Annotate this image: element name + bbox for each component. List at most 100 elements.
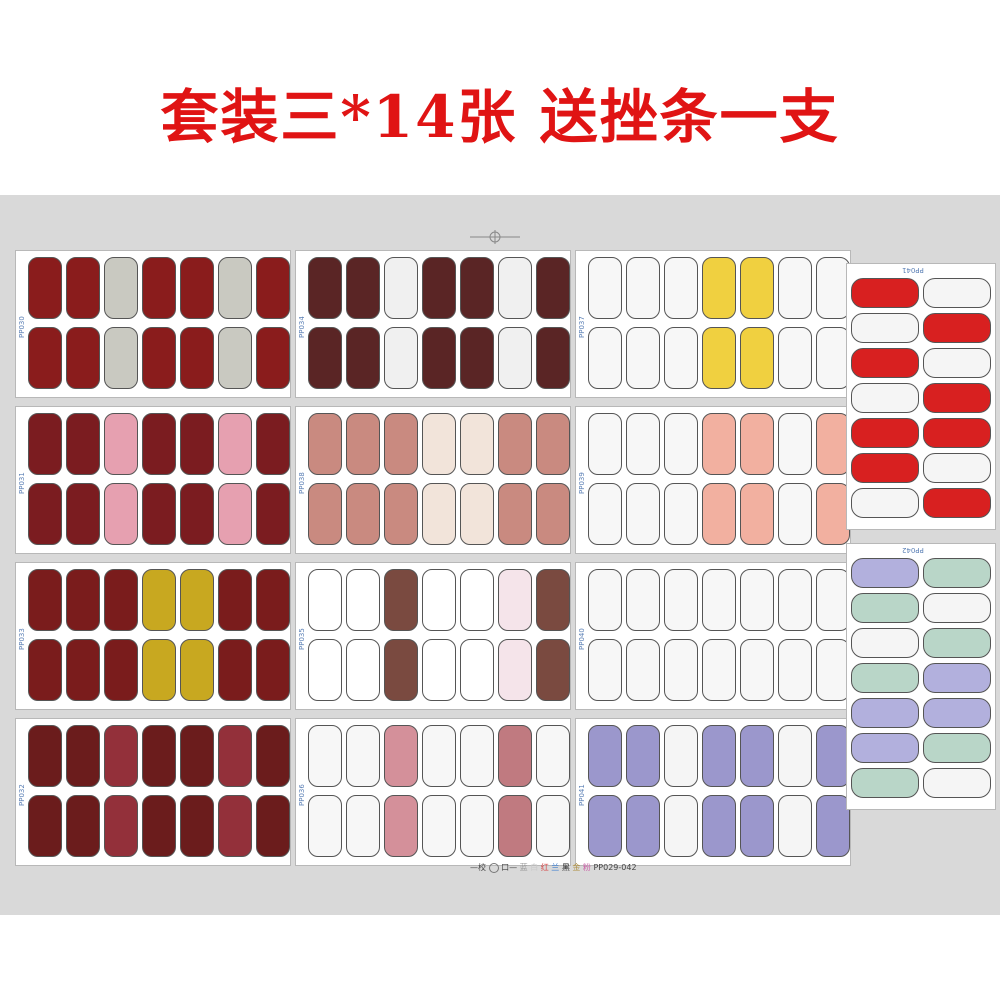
nail-sticker — [308, 639, 342, 701]
promo-title: 套装三*14张 送挫条一支 — [160, 83, 840, 151]
nail-sticker — [308, 257, 342, 319]
sticker-sheet: PP030 — [15, 250, 291, 398]
nail-sticker — [180, 483, 214, 545]
nail-sticker — [308, 569, 342, 631]
nail-sticker — [460, 257, 494, 319]
nail-sticker — [626, 413, 660, 475]
nail-sticker — [851, 698, 919, 728]
nail-sticker — [664, 569, 698, 631]
sheet-code: PP031 — [18, 472, 26, 494]
nail-sticker — [816, 327, 850, 389]
nail-sticker — [460, 569, 494, 631]
sticker-sheet: PP037 — [575, 250, 851, 398]
side-sticker-sheet: PP041 — [846, 263, 996, 530]
nail-sticker — [346, 327, 380, 389]
nail-sticker — [28, 795, 62, 857]
nail-sticker — [851, 593, 919, 623]
nail-sticker — [536, 725, 570, 787]
nail-sticker — [702, 257, 736, 319]
nail-sticker — [664, 257, 698, 319]
nail-sticker — [104, 725, 138, 787]
nail-sticker — [384, 569, 418, 631]
side-sticker-sheet: PP042 — [846, 543, 996, 810]
nail-sticker — [536, 795, 570, 857]
nail-sticker — [923, 453, 991, 483]
nail-sticker — [498, 795, 532, 857]
nail-sticker — [28, 725, 62, 787]
nail-sticker — [923, 593, 991, 623]
nail-sticker — [346, 569, 380, 631]
nail-sticker — [536, 413, 570, 475]
sheet-code: PP042 — [902, 546, 924, 554]
nail-sticker — [180, 569, 214, 631]
nail-sticker — [346, 257, 380, 319]
nail-sticker — [851, 628, 919, 658]
nail-sticker — [218, 569, 252, 631]
nail-sticker — [816, 413, 850, 475]
nail-sticker — [28, 639, 62, 701]
nail-sticker — [460, 327, 494, 389]
nail-sticker — [778, 725, 812, 787]
sheet-code: PP041 — [578, 784, 586, 806]
nail-sticker — [778, 795, 812, 857]
nail-sticker — [588, 483, 622, 545]
nail-sticker — [851, 733, 919, 763]
footer-color-label: 金 — [572, 863, 581, 872]
nail-sticker — [308, 725, 342, 787]
nail-sticker — [851, 383, 919, 413]
nail-sticker — [460, 725, 494, 787]
footer-color-label: 兰 — [551, 863, 560, 872]
nail-sticker — [588, 725, 622, 787]
nail-sticker — [702, 639, 736, 701]
nail-sticker — [626, 257, 660, 319]
sticker-sheet: PP039 — [575, 406, 851, 554]
nail-sticker — [816, 569, 850, 631]
nail-sticker — [308, 327, 342, 389]
nail-sticker — [702, 725, 736, 787]
nail-sticker — [588, 413, 622, 475]
nail-sticker — [664, 725, 698, 787]
sheet-code: PP035 — [298, 628, 306, 650]
nail-sticker — [180, 327, 214, 389]
nail-sticker — [536, 327, 570, 389]
footer-color-label: 红 — [540, 863, 549, 872]
nail-sticker — [142, 483, 176, 545]
nail-sticker — [66, 257, 100, 319]
nail-sticker — [28, 569, 62, 631]
nail-sticker — [923, 278, 991, 308]
nail-sticker — [142, 569, 176, 631]
nail-sticker — [422, 569, 456, 631]
footer-color-label: 蓝 — [519, 863, 528, 872]
nail-sticker — [498, 569, 532, 631]
nail-sticker — [702, 327, 736, 389]
nail-sticker — [536, 639, 570, 701]
nail-sticker — [664, 483, 698, 545]
nail-sticker — [104, 327, 138, 389]
nail-sticker — [851, 348, 919, 378]
nail-sticker — [180, 725, 214, 787]
sheet-code: PP033 — [18, 628, 26, 650]
nail-sticker — [218, 483, 252, 545]
nail-sticker — [923, 558, 991, 588]
nail-sticker — [346, 483, 380, 545]
nail-sticker — [816, 639, 850, 701]
nail-sticker — [816, 483, 850, 545]
nail-sticker — [778, 413, 812, 475]
nail-sticker — [664, 327, 698, 389]
nail-sticker — [816, 795, 850, 857]
nail-sticker — [626, 725, 660, 787]
footer-color-label: 白 — [530, 863, 539, 872]
nail-sticker — [740, 327, 774, 389]
nail-sticker — [626, 327, 660, 389]
nail-sticker — [460, 413, 494, 475]
nail-sticker — [588, 639, 622, 701]
nail-sticker — [851, 558, 919, 588]
print-footer: —校 口— 蓝 白 红 兰 黑 金 粉 PP029-042 — [470, 862, 637, 873]
nail-sticker — [346, 639, 380, 701]
nail-sticker — [536, 569, 570, 631]
nail-sticker — [346, 725, 380, 787]
nail-sticker — [626, 795, 660, 857]
nail-sticker — [384, 795, 418, 857]
nail-sticker — [384, 483, 418, 545]
nail-sticker — [460, 483, 494, 545]
